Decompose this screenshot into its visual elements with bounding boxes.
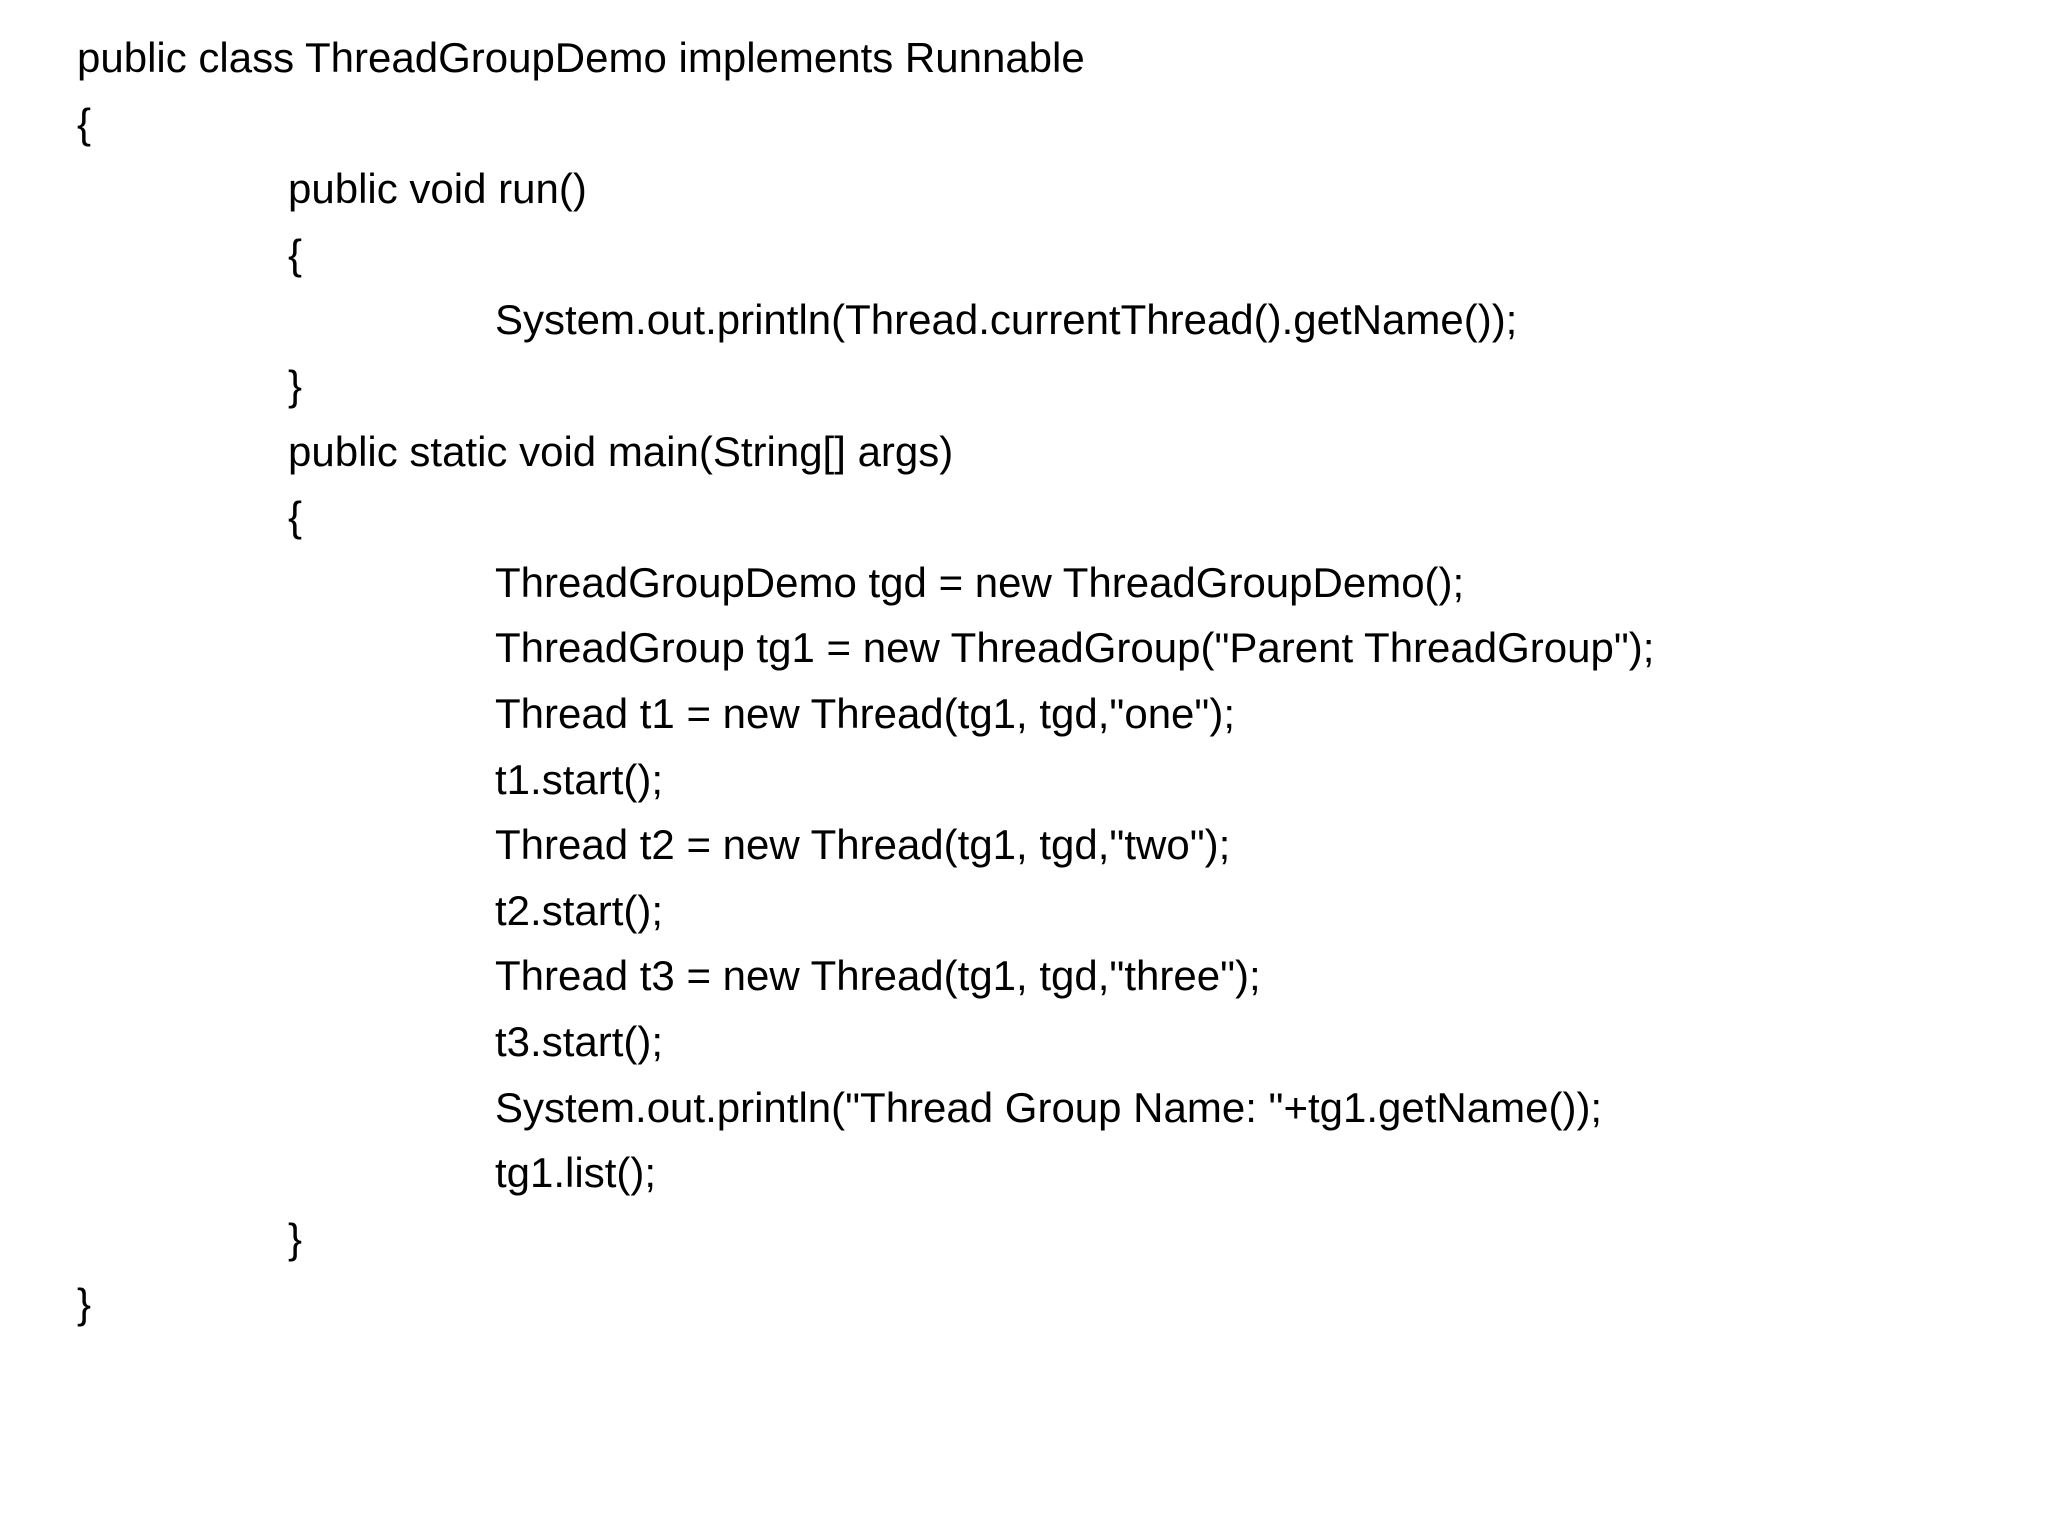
code-line: public static void main(String[] args) (288, 427, 954, 475)
code-line: { (288, 230, 303, 278)
code-line: tg1.list(); (495, 1149, 657, 1197)
code-line: public class ThreadGroupDemo implements … (77, 34, 1085, 81)
code-line: } (288, 361, 303, 409)
code-line: ThreadGroupDemo tgd = new ThreadGroupDem… (495, 558, 1465, 606)
code-line: { (288, 493, 303, 541)
code-listing: public class ThreadGroupDemo implements … (0, 25, 2048, 1337)
code-line: Thread t3 = new Thread(tg1, tgd,"three")… (495, 952, 1261, 1000)
code-line: t3.start(); (495, 1017, 664, 1065)
code-line: { (77, 99, 92, 147)
code-line: ThreadGroup tg1 = new ThreadGroup("Paren… (495, 624, 1655, 672)
code-line: } (288, 1214, 303, 1262)
code-line: System.out.println(Thread.currentThread(… (495, 296, 1518, 344)
code-line: Thread t2 = new Thread(tg1, tgd,"two"); (495, 821, 1231, 869)
code-line: t2.start(); (495, 886, 664, 934)
code-line: Thread t1 = new Thread(tg1, tgd,"one"); (495, 689, 1235, 737)
code-line: public void run() (288, 165, 587, 213)
code-line: t1.start(); (495, 755, 664, 803)
code-line: System.out.println("Thread Group Name: "… (495, 1083, 1603, 1131)
code-line: } (77, 1280, 92, 1328)
